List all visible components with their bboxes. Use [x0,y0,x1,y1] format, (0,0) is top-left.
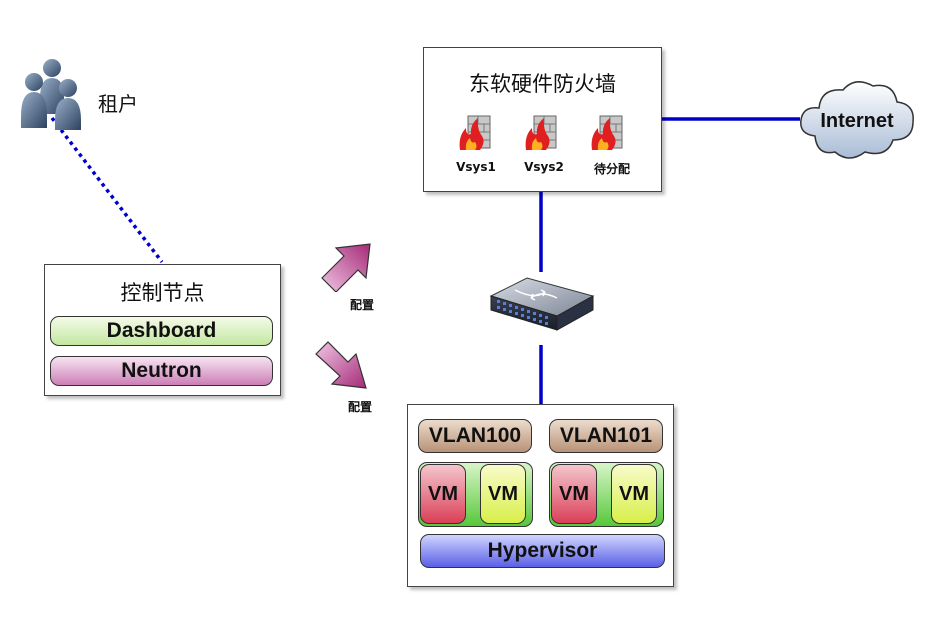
compute-node-box: VLAN100 VLAN101 VM VM VM VM Hypervisor [407,404,674,587]
firewall-icon [590,112,624,152]
vsys2-label: Vsys2 [524,160,564,174]
vlan100-label: VLAN100 [418,419,532,453]
config-arrow-icon [314,340,370,390]
internet-label: Internet [820,110,894,132]
firewall-box: 东软硬件防火墙 Vsys1 Vsys2 待分配 [423,47,662,192]
tenant-users-icon [18,58,86,132]
firewall-icon [524,112,558,152]
vm-node: VM [611,464,657,524]
config-label-2: 配置 [348,400,373,414]
vlan100-vm-group: VM VM [418,462,533,527]
dashboard-component: Dashboard [50,316,273,346]
unassigned-label: 待分配 [593,162,630,176]
internet-cloud-icon: Internet [795,74,919,164]
vlan101-label: VLAN101 [549,419,663,453]
vm-node: VM [480,464,526,524]
vm-node: VM [420,464,466,524]
vlan101-vm-group: VM VM [549,462,664,527]
config-label-1: 配置 [350,298,375,312]
firewall-title: 东软硬件防火墙 [469,72,616,96]
config-arrow-icon [318,240,374,293]
control-node-box: 控制节点 Dashboard Neutron [44,264,281,396]
firewall-icon [458,112,492,152]
tenant-link [50,116,164,264]
hypervisor-label: Hypervisor [420,534,665,568]
control-node-title: 控制节点 [120,281,205,305]
neutron-component: Neutron [50,356,273,386]
tenant-label: 租户 [98,92,138,116]
vm-node: VM [551,464,597,524]
vsys1-label: Vsys1 [456,160,496,174]
network-switch-icon [487,270,597,342]
